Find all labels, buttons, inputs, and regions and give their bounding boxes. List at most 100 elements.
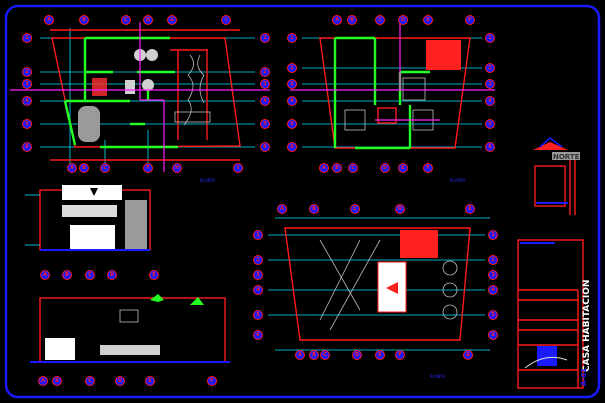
svg-text:A: A <box>298 352 302 358</box>
grid-bubble: D <box>395 204 405 214</box>
grid-bubble: 5 <box>485 119 495 129</box>
north-symbol: NORTE <box>533 137 580 215</box>
grid-bubble: C <box>348 163 358 173</box>
svg-text:C: C <box>323 352 327 358</box>
svg-text:2: 2 <box>256 257 260 263</box>
grid-bubble: I <box>233 163 243 173</box>
grid-bubble: B <box>79 15 89 25</box>
svg-text:B: B <box>350 17 354 23</box>
longitudinal-section <box>30 294 230 363</box>
svg-text:1: 1 <box>488 35 492 41</box>
svg-text:1: 1 <box>290 35 294 41</box>
grid-bubble: 5 <box>22 119 32 129</box>
svg-text:E: E <box>148 378 152 384</box>
grid-bubble: A <box>332 15 342 25</box>
grid-bubble: 1 <box>260 33 270 43</box>
grid-bubble: C <box>320 350 330 360</box>
grid-bubble: A <box>44 15 54 25</box>
svg-text:F: F <box>146 165 149 171</box>
grid-bubble: D <box>107 270 117 280</box>
svg-text:6: 6 <box>25 144 29 150</box>
svg-text:H: H <box>175 165 179 171</box>
grid-bubble: 3 <box>260 79 270 89</box>
grid-bubble: 3 <box>488 270 498 280</box>
grid-bubble: 5 <box>253 310 263 320</box>
grid-bubble: B <box>52 376 62 386</box>
grid-bubble: C <box>121 15 131 25</box>
svg-text:B: B <box>335 165 339 171</box>
roof-plan: PLANTA <box>268 217 490 379</box>
svg-text:I: I <box>225 17 227 23</box>
grid-bubble: F <box>143 163 153 173</box>
grid-bubble: F <box>207 376 217 386</box>
svg-text:F: F <box>468 17 471 23</box>
svg-text:A: A <box>322 165 326 171</box>
grid-bubble: A <box>67 163 77 173</box>
svg-text:1: 1 <box>263 35 267 41</box>
svg-text:3: 3 <box>263 81 267 87</box>
svg-text:D: D <box>118 378 122 384</box>
svg-text:C: C <box>88 272 92 278</box>
grid-bubble: 6 <box>287 142 297 152</box>
grid-bubble: D <box>398 15 408 25</box>
grid-bubble: 1 <box>22 33 32 43</box>
grid-bubble: F <box>423 163 433 173</box>
svg-text:B: B <box>65 272 69 278</box>
grid-bubble: E <box>398 163 408 173</box>
svg-text:D: D <box>398 206 402 212</box>
grid-bubble: B <box>309 204 319 214</box>
grid-bubble: D <box>115 376 125 386</box>
svg-text:F: F <box>398 352 401 358</box>
svg-text:5: 5 <box>491 312 495 318</box>
grid-bubble: 3 <box>22 79 32 89</box>
grid-bubble: 4 <box>485 96 495 106</box>
svg-text:4: 4 <box>263 98 267 104</box>
grid-bubble: 1 <box>253 230 263 240</box>
grid-bubble: E <box>423 15 433 25</box>
svg-text:4: 4 <box>491 287 495 293</box>
ground-floor-plan: PLANTA <box>10 22 270 183</box>
svg-text:D: D <box>355 352 359 358</box>
svg-text:C: C <box>351 165 355 171</box>
svg-text:G: G <box>170 17 174 23</box>
svg-text:1: 1 <box>491 232 495 238</box>
grid-bubble: 2 <box>260 67 270 77</box>
svg-text:E: E <box>378 352 382 358</box>
sheet-number: A-01 <box>580 368 588 386</box>
svg-text:5: 5 <box>263 121 267 127</box>
svg-text:2: 2 <box>488 65 492 71</box>
svg-text:D: D <box>401 17 405 23</box>
grid-bubble: 1 <box>485 33 495 43</box>
title-block <box>517 239 584 389</box>
grid-bubble: 2 <box>287 63 297 73</box>
upper-floor-plan: PLANTA <box>290 20 495 183</box>
grid-bubble: B <box>332 163 342 173</box>
grid-bubble: E <box>149 270 159 280</box>
grid-bubble: A <box>319 163 329 173</box>
grid-bubble: D <box>380 163 390 173</box>
svg-text:6: 6 <box>256 332 260 338</box>
grid-bubble: A <box>277 204 287 214</box>
svg-text:4: 4 <box>256 287 260 293</box>
grid-bubble: 4 <box>287 96 297 106</box>
grid-bubble: 4 <box>253 285 263 295</box>
svg-text:6: 6 <box>290 144 294 150</box>
svg-text:2: 2 <box>263 69 267 75</box>
grid-bubble: 5 <box>287 119 297 129</box>
svg-text:2: 2 <box>491 257 495 263</box>
svg-text:A: A <box>280 206 284 212</box>
grid-bubble: G <box>463 350 473 360</box>
grid-bubble: 2 <box>485 63 495 73</box>
svg-text:2: 2 <box>290 65 294 71</box>
grid-bubble: E <box>375 350 385 360</box>
grid-bubble: 4 <box>488 285 498 295</box>
svg-text:B: B <box>312 352 316 358</box>
svg-text:6: 6 <box>488 144 492 150</box>
svg-text:D: D <box>110 272 114 278</box>
svg-text:PLANTA: PLANTA <box>450 178 466 183</box>
svg-text:E: E <box>152 272 156 278</box>
grid-bubble: 3 <box>287 79 297 89</box>
grid-bubble: B <box>347 15 357 25</box>
